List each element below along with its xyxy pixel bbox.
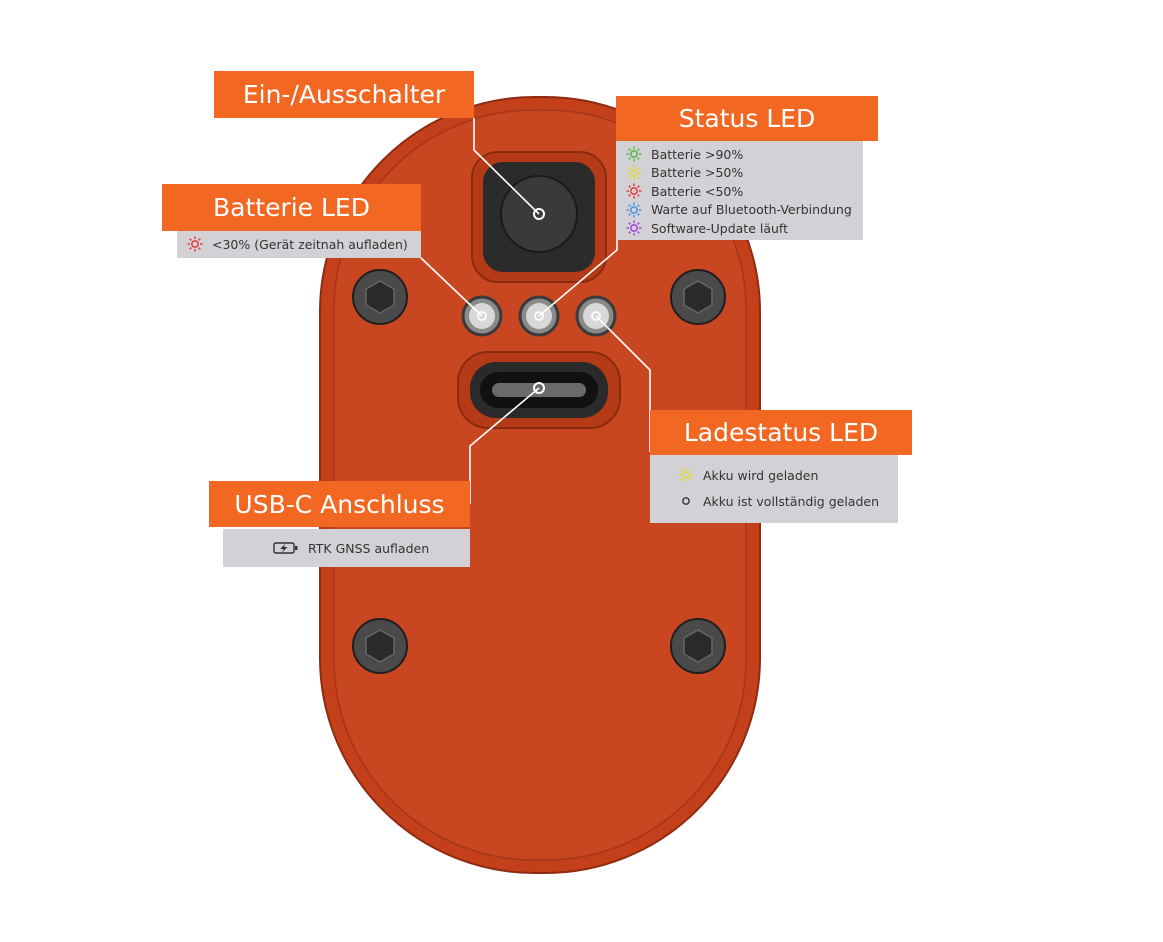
legend-item: Akku wird geladen xyxy=(678,462,886,488)
legend-label: Akku ist vollständig geladen xyxy=(703,493,880,509)
usb-c-legend: RTK GNSS aufladen xyxy=(223,529,470,567)
screw-top-right xyxy=(670,269,726,325)
charge-led-legend: Akku wird geladen Akku ist vollständig g… xyxy=(650,455,898,523)
legend-item: Warte auf Bluetooth-Verbindung xyxy=(626,201,853,220)
screw-bottom-left xyxy=(352,618,408,674)
led-purple-icon xyxy=(626,220,642,236)
power-switch[interactable] xyxy=(471,151,607,283)
charge-led-title: Ladestatus LED xyxy=(650,410,912,455)
usb-c-port[interactable] xyxy=(457,351,621,429)
legend-item: Akku ist vollständig geladen xyxy=(678,488,886,514)
legend-label: <30% (Gerät zeitnah aufladen) xyxy=(212,236,408,252)
legend-label: Batterie >50% xyxy=(651,165,744,181)
power-switch-title: Ein-/Ausschalter xyxy=(214,71,474,118)
power-switch-marker xyxy=(533,208,545,220)
legend-item: <30% (Gerät zeitnah aufladen) xyxy=(187,235,411,254)
led-off-icon xyxy=(682,497,690,505)
legend-label: Batterie >90% xyxy=(651,146,744,162)
legend-item: Batterie >50% xyxy=(626,164,853,183)
legend-label: Warte auf Bluetooth-Verbindung xyxy=(651,202,852,218)
screw-bottom-right xyxy=(670,618,726,674)
battery-led-title: Batterie LED xyxy=(162,184,421,231)
usb-c-title: USB-C Anschluss xyxy=(209,481,470,527)
led-red-icon xyxy=(187,236,203,252)
status-led-title: Status LED xyxy=(616,96,878,141)
legend-item: Batterie <50% xyxy=(626,182,853,201)
legend-item: RTK GNSS aufladen xyxy=(273,539,470,558)
led-yellow-icon xyxy=(626,165,642,181)
led-red-icon xyxy=(626,183,642,199)
screw-top-left xyxy=(352,269,408,325)
legend-label: Batterie <50% xyxy=(651,183,744,199)
status-led-legend: Batterie >90% Batterie >50% Batterie <50… xyxy=(616,141,863,240)
battery-charging-icon xyxy=(273,542,298,554)
battery-led-legend: <30% (Gerät zeitnah aufladen) xyxy=(177,231,421,258)
led-yellow-icon xyxy=(678,467,694,483)
legend-label: RTK GNSS aufladen xyxy=(308,540,430,556)
legend-label: Akku wird geladen xyxy=(703,467,819,483)
led-green-icon xyxy=(626,146,642,162)
legend-item: Software-Update läuft xyxy=(626,219,853,238)
led-blue-icon xyxy=(626,202,642,218)
legend-item: Batterie >90% xyxy=(626,145,853,164)
legend-label: Software-Update läuft xyxy=(651,220,788,236)
